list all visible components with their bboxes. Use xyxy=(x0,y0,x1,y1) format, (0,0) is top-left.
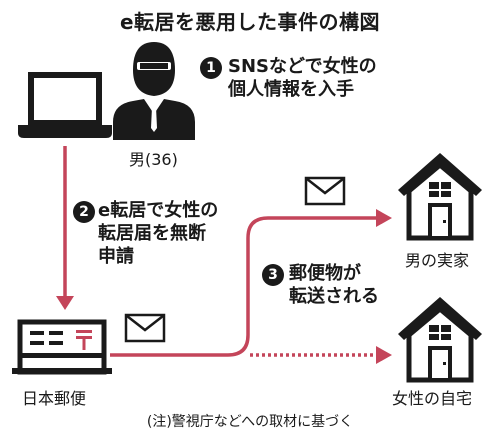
source-note: (注)警視庁などへの取材に基づく xyxy=(146,414,354,430)
man-with-sunglasses-icon xyxy=(113,42,195,140)
post-office-label: 日本郵便 xyxy=(22,389,87,408)
arrow-post-to-woman-home xyxy=(250,346,392,364)
arrow-post-to-man-home xyxy=(110,209,392,357)
step-3-number: 3 xyxy=(262,264,284,286)
house-icon xyxy=(398,153,482,241)
man-label: 男(36) xyxy=(129,150,178,169)
step-2-number: 2 xyxy=(73,201,95,223)
woman-home-label: 女性の自宅 xyxy=(392,389,473,408)
step-2-text: e転居で女性の 転居届を無断 申請 xyxy=(98,200,219,267)
diagram-title: e転居を悪用した事件の構図 xyxy=(119,10,381,34)
post-office-icon xyxy=(12,319,112,375)
laptop-icon xyxy=(18,72,112,138)
envelope-icon xyxy=(124,313,166,343)
man-home-label: 男の実家 xyxy=(405,251,470,270)
step-1-text: SNSなどで女性の 個人情報を入手 xyxy=(228,56,377,100)
arrow-laptop-to-post xyxy=(56,146,74,310)
house-icon xyxy=(398,297,482,383)
step-3-text: 郵便物が 転送される xyxy=(289,263,379,307)
envelope-icon xyxy=(304,176,346,206)
step-1-number: 1 xyxy=(200,57,222,79)
